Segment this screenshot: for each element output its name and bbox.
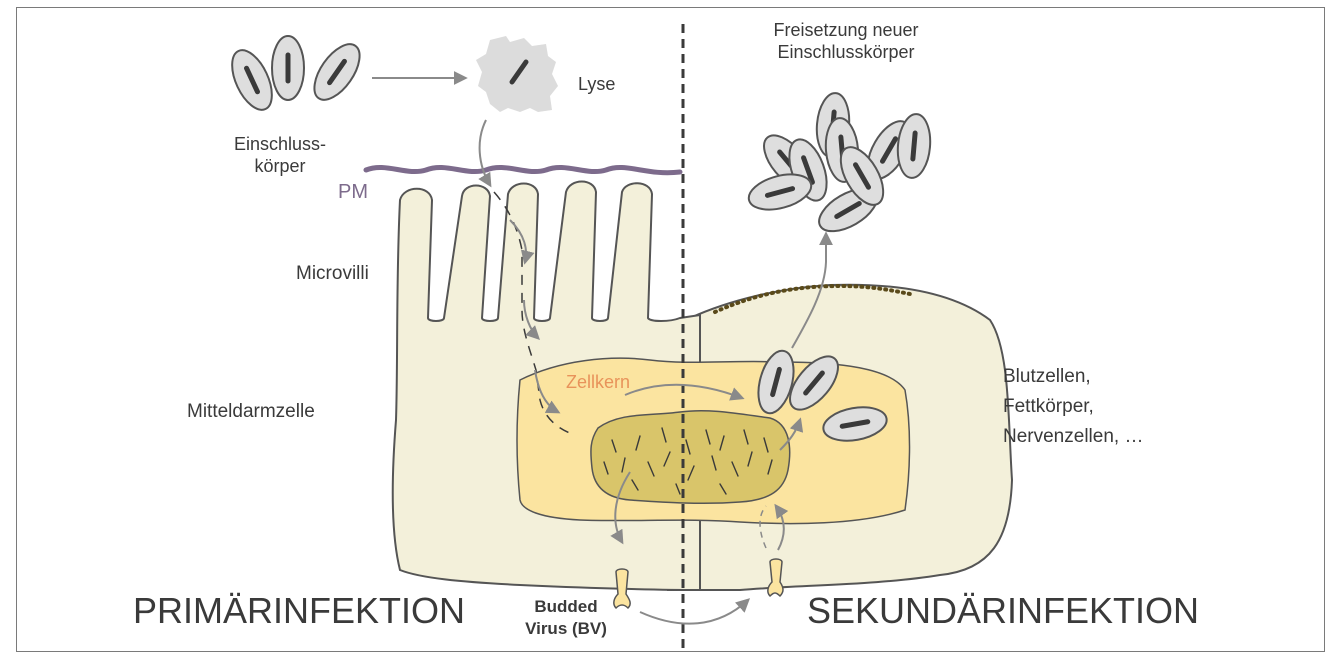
nerve-cells-label: Nervenzellen, …: [1003, 426, 1143, 447]
released-occlusion-bodies: [745, 92, 933, 240]
occlusion-body-icon: [272, 36, 304, 100]
bv-label-1: Budded: [534, 597, 597, 616]
secondary-infection-label: SEKUNDÄRINFEKTION: [807, 590, 1199, 631]
occlusion-body-icon: [306, 37, 369, 108]
inclusion-bodies-label-1: Einschluss-: [234, 134, 326, 154]
microvilli-label: Microvilli: [296, 263, 369, 284]
release-label-1: Freisetzung neuer: [773, 20, 918, 40]
nucleus-label: Zellkern: [566, 372, 630, 392]
blood-cells-label: Blutzellen,: [1003, 366, 1091, 387]
midgut-cell-label: Mitteldarmzelle: [187, 401, 315, 422]
bv-label-2: Virus (BV): [525, 619, 607, 638]
arrow-bv-transfer: [640, 600, 748, 624]
occlusion-body-icon: [224, 44, 280, 116]
arrow-lysis-to-cell: [480, 120, 490, 185]
peritrophic-membrane: [366, 167, 680, 172]
fat-body-label: Fettkörper,: [1003, 396, 1094, 417]
pm-label: PM: [338, 181, 368, 203]
release-label-2: Einschlusskörper: [777, 42, 914, 62]
inclusion-bodies-label-2: körper: [254, 156, 305, 176]
primary-infection-label: PRIMÄRINFEKTION: [133, 590, 465, 631]
lysis-label: Lyse: [578, 74, 615, 94]
